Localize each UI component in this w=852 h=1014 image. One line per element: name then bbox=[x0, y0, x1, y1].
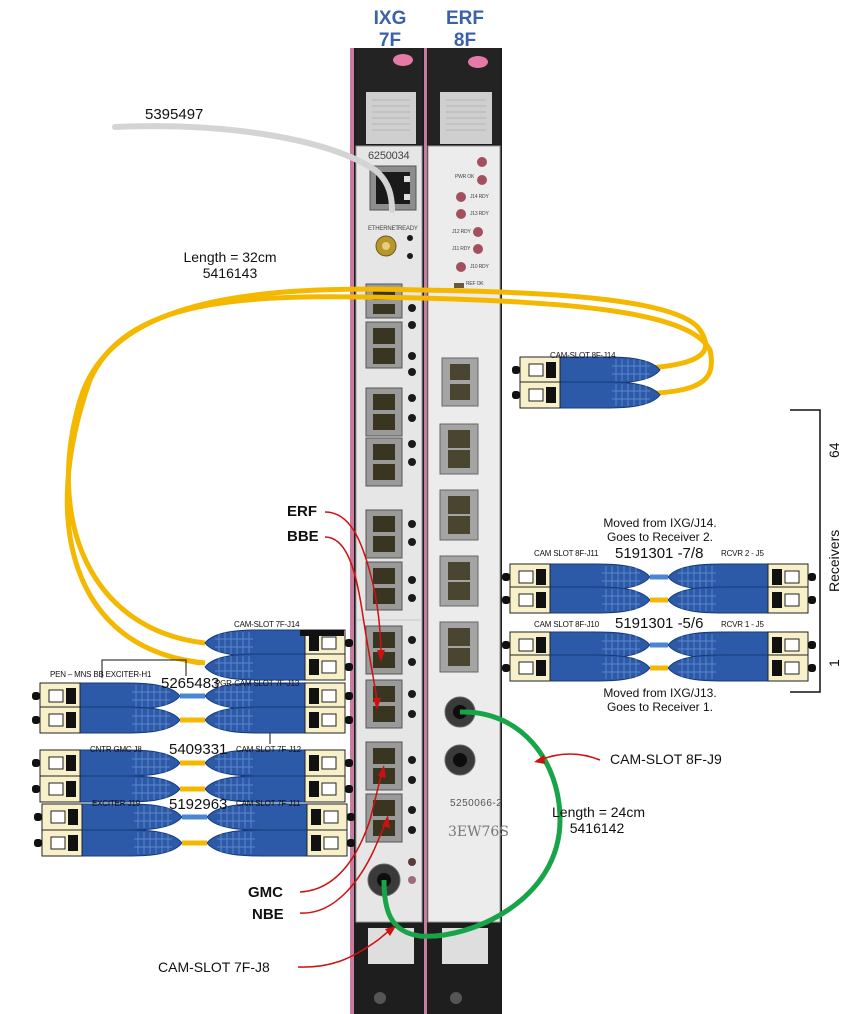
ethernet-ready-label: READY bbox=[398, 226, 418, 232]
erf-led-label: J11 RDY bbox=[452, 246, 471, 252]
right-cable-part: 5191301 -7/8 bbox=[615, 545, 704, 562]
erf-led-label: J10 RDY bbox=[470, 264, 489, 270]
cam-slot-8f-j9-label: CAM-SLOT 8F-J9 bbox=[610, 751, 722, 767]
coax-port-j10[interactable] bbox=[375, 235, 397, 257]
green-ref-cable bbox=[381, 709, 563, 939]
erf-leds bbox=[456, 157, 487, 272]
yellow-loop-label: Length = 32cm 5416143 bbox=[160, 249, 300, 281]
right-cable-label: RCVR 1 - J5 bbox=[721, 620, 764, 629]
chassis-divider bbox=[424, 48, 427, 1014]
erf-handwritten-label: 3EW76S bbox=[448, 824, 509, 840]
note-line: Moved from IXG/J14. bbox=[603, 516, 717, 530]
receiver2-note: Moved from IXG/J14. Goes to Receiver 2. bbox=[570, 516, 750, 544]
erf-header: ERF 8F bbox=[430, 8, 500, 52]
ethernet-label: ETHERNET bbox=[368, 226, 399, 232]
erf-led-label: PWR OK bbox=[455, 174, 475, 180]
left-cable-label: EXCITER-J19 bbox=[92, 799, 141, 808]
exciter-bracket bbox=[101, 659, 187, 678]
left-cable-label: PGR-CAM SLOT 7F-J13 bbox=[215, 679, 300, 688]
ixg-slot: 7F bbox=[378, 30, 402, 51]
erf-ref-in-port-j8[interactable] bbox=[444, 744, 476, 776]
annotation-arrows bbox=[297, 511, 601, 968]
erf-slot: 8F bbox=[453, 30, 477, 51]
receivers-bracket bbox=[790, 409, 821, 693]
left-cable-label: CAM-SLOT 7F-J14 bbox=[234, 620, 300, 629]
erf-led-label: REF OK bbox=[466, 281, 484, 287]
erf-led-label: J14 RDY bbox=[470, 194, 489, 200]
right-cable-part: 5191301 -5/6 bbox=[615, 615, 704, 632]
receivers-label: Receivers bbox=[826, 529, 842, 592]
left-cable-part: 5192963 bbox=[169, 796, 228, 813]
right-cable-label: CAM-SLOT 8F-J14 bbox=[550, 351, 616, 360]
receiver1-note: Moved from IXG/J13. Goes to Receiver 1. bbox=[570, 686, 750, 714]
erf-name: ERF bbox=[446, 8, 484, 29]
right-cable-label: CAM SLOT 8F-J10 bbox=[534, 620, 599, 629]
left-cable-label: PEN – MNS BB EXCITER-H1 bbox=[50, 670, 152, 679]
ethernet-cable bbox=[112, 123, 395, 213]
erf-part-number: 5250066-2 bbox=[450, 798, 503, 809]
receivers-top-count: 64 bbox=[826, 442, 842, 458]
receivers-bottom-count: 1 bbox=[826, 659, 842, 667]
erf-led-label: J12 RDY bbox=[452, 229, 471, 235]
left-cable-label: CAM SLOT 7F-J11 bbox=[236, 799, 301, 808]
green-cable-length: Length = 24cm bbox=[552, 804, 646, 820]
bbe-arrow-label: BBE bbox=[287, 528, 319, 545]
ixg-leds bbox=[407, 235, 416, 834]
note-line: Goes to Receiver 1. bbox=[606, 700, 714, 714]
erf-bottom-ejector[interactable] bbox=[428, 924, 500, 1014]
ixg-bottom-ejector[interactable] bbox=[356, 924, 422, 1014]
right-cable-label: CAM SLOT 8F-J11 bbox=[534, 549, 599, 558]
left-cable-part: 5409331 bbox=[169, 741, 228, 758]
left-cable-label: CNTR GMC J8 bbox=[90, 745, 142, 754]
right-cable-label: RCVR 2 - J5 bbox=[721, 549, 764, 558]
note-line: Moved from IXG/J13. bbox=[603, 686, 717, 700]
green-cable-part: 5416142 bbox=[569, 820, 625, 836]
erf-top-ejector[interactable] bbox=[428, 48, 500, 144]
erf-led-label: J13 RDY bbox=[470, 211, 489, 217]
ixg-top-ejector[interactable] bbox=[356, 48, 422, 144]
green-cable-label: Length = 24cm 5416142 bbox=[552, 804, 646, 836]
yellow-loop-cable bbox=[64, 286, 714, 666]
note-line: Goes to Receiver 2. bbox=[606, 530, 714, 544]
cam-slot-7f-j8-label: CAM-SLOT 7F-J8 bbox=[158, 959, 270, 975]
left-cable-label: CAM SLOT 7F-J12 bbox=[236, 745, 301, 754]
left-cable-part: 5265483 bbox=[161, 675, 220, 692]
nbe-arrow-label: NBE bbox=[252, 906, 284, 923]
ixg-part-number: 6250034 bbox=[368, 150, 410, 162]
yellow-loop-part: 5416143 bbox=[202, 265, 258, 281]
erf-arrow-label: ERF bbox=[287, 503, 317, 520]
ethernet-cable-part: 5395497 bbox=[145, 106, 204, 123]
chassis-edge bbox=[350, 48, 354, 1014]
yellow-loop-length: Length = 32cm bbox=[183, 249, 277, 265]
ixg-header: IXG 7F bbox=[355, 8, 425, 52]
ixg-name: IXG bbox=[373, 8, 407, 29]
gmc-arrow-label: GMC bbox=[248, 884, 283, 901]
